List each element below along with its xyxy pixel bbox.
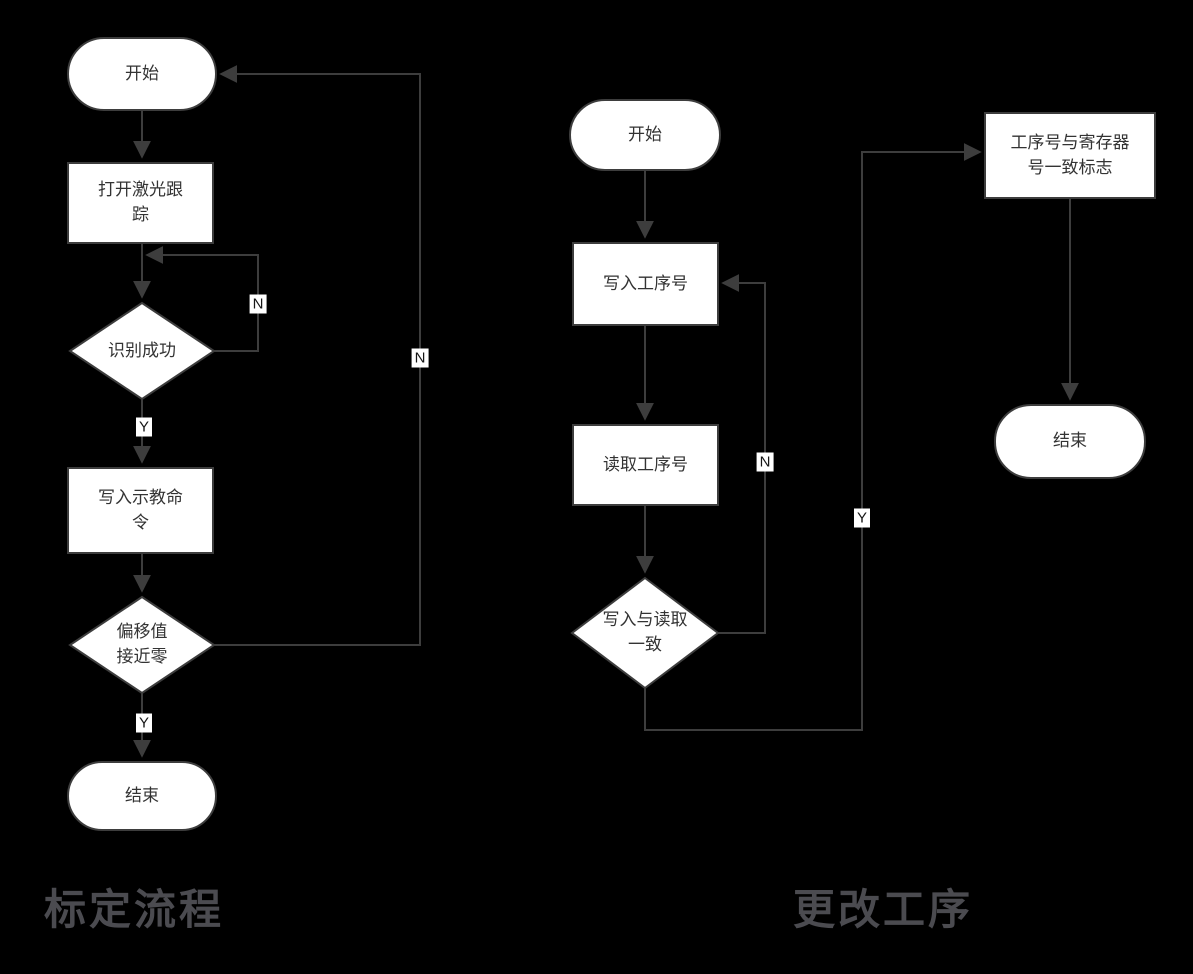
left-start-terminator — [67, 37, 217, 111]
right-consistent-yes-label: Y — [853, 508, 871, 528]
right-start-terminator — [569, 99, 721, 171]
right-end-terminator — [994, 404, 1146, 479]
left-open-laser-process — [67, 162, 214, 244]
right-consistent-no-label: N — [756, 452, 774, 472]
left-offset-decision — [68, 595, 216, 695]
left-recognize-decision — [68, 301, 216, 401]
left-offset-yes-label: Y — [135, 713, 153, 733]
left-flow-title: 标定流程 — [44, 886, 225, 933]
right-flag-process — [984, 112, 1156, 199]
left-end-terminator — [67, 761, 217, 831]
right-write-proc-process — [572, 242, 719, 326]
left-recognize-no-label: N — [249, 294, 267, 314]
edge-right-consistent-yes-to-flag — [644, 143, 982, 731]
right-flow-title: 更改工序 — [793, 886, 974, 933]
left-write-teach-process — [67, 467, 214, 554]
edge-left-offset-no-loop-to-start — [214, 65, 421, 646]
left-offset-no-label: N — [411, 348, 429, 368]
left-recognize-yes-label: Y — [135, 417, 153, 437]
right-consistent-decision — [570, 576, 720, 690]
right-read-proc-process — [572, 424, 719, 506]
